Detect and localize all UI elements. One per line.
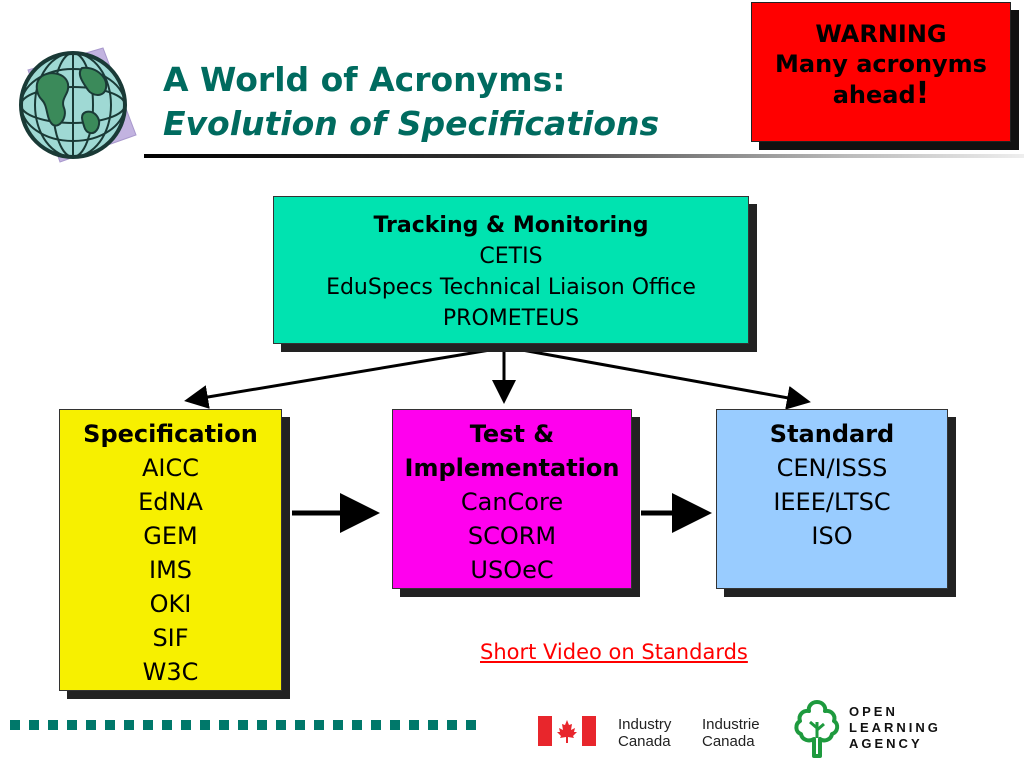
decorative-dot xyxy=(10,720,20,730)
specification-box: Specification AICC EdNA GEM IMS OKI SIF … xyxy=(59,409,282,691)
test-heading-line-1: Test & xyxy=(469,420,555,448)
gov-fr-line-1: Industrie xyxy=(702,716,760,733)
specification-item: SIF xyxy=(152,624,189,652)
decorative-dot xyxy=(466,720,476,730)
tracking-heading: Tracking & Monitoring xyxy=(373,213,649,238)
warning-box: WARNING Many acronyms ahead! xyxy=(751,2,1011,142)
title-line-2: Evolution of Specifications xyxy=(163,104,660,143)
decorative-dot xyxy=(371,720,381,730)
tracking-item: CETIS xyxy=(479,244,543,269)
canada-flag-icon xyxy=(538,716,596,746)
specification-item: AICC xyxy=(141,454,199,482)
specification-heading: Specification xyxy=(83,420,258,448)
industrie-canada-fr: Industrie Canada xyxy=(702,716,760,750)
specification-item: OKI xyxy=(149,590,192,618)
decorative-dot xyxy=(124,720,134,730)
gov-fr-line-2: Canada xyxy=(702,733,755,750)
decorative-dot xyxy=(428,720,438,730)
arrow-to-specification xyxy=(184,348,491,409)
decorative-dot xyxy=(333,720,343,730)
decorative-dot xyxy=(105,720,115,730)
tracking-item: EduSpecs Technical Liaison Office xyxy=(326,275,696,300)
test-implementation-box: Test & Implementation CanCore SCORM USOe… xyxy=(392,409,632,589)
standard-item: CEN/ISSS xyxy=(776,454,888,482)
decorative-dot-row xyxy=(10,720,476,730)
standard-item: IEEE/LTSC xyxy=(773,488,891,516)
specification-item: EdNA xyxy=(138,488,203,516)
open-learning-agency-logo: OPEN LEARNING AGENCY xyxy=(849,704,941,752)
test-item: SCORM xyxy=(467,522,557,550)
title-line-1: A World of Acronyms: xyxy=(163,60,566,99)
specification-item: GEM xyxy=(143,522,198,550)
arrow-to-standard xyxy=(521,348,811,410)
gov-en-line-2: Canada xyxy=(618,733,671,750)
ola-line-1: OPEN xyxy=(849,704,898,719)
standard-box: Standard CEN/ISSS IEEE/LTSC ISO xyxy=(716,409,948,589)
warning-line-3-text: ahead xyxy=(832,81,916,109)
decorative-dot xyxy=(390,720,400,730)
tracking-item: PROMETEUS xyxy=(442,306,580,331)
standard-heading: Standard xyxy=(769,420,895,448)
tree-icon xyxy=(794,700,840,758)
test-heading-line-2: Implementation xyxy=(404,454,620,482)
specification-item: IMS xyxy=(148,556,193,584)
decorative-dot xyxy=(447,720,457,730)
decorative-dot xyxy=(200,720,210,730)
decorative-dot xyxy=(276,720,286,730)
warning-exclamation: ! xyxy=(915,76,930,111)
warning-heading: WARNING xyxy=(815,20,947,48)
page-title: A World of Acronyms: Evolution of Specif… xyxy=(163,58,659,146)
industry-canada-en: Industry Canada xyxy=(618,716,671,750)
decorative-dot xyxy=(162,720,172,730)
decorative-dot xyxy=(143,720,153,730)
warning-line-2: Many acronyms xyxy=(775,50,987,78)
ola-line-3: AGENCY xyxy=(849,736,923,751)
gov-en-line-1: Industry xyxy=(618,716,672,733)
ola-line-2: LEARNING xyxy=(849,720,941,735)
short-video-link[interactable]: Short Video on Standards xyxy=(480,640,748,664)
decorative-dot xyxy=(219,720,229,730)
test-item: USOeC xyxy=(470,556,554,584)
globe-icon xyxy=(19,47,137,163)
decorative-dot xyxy=(409,720,419,730)
specification-item: W3C xyxy=(142,658,199,686)
tracking-monitoring-box: Tracking & Monitoring CETIS EduSpecs Tec… xyxy=(273,196,749,344)
test-item: CanCore xyxy=(460,488,564,516)
decorative-dot xyxy=(314,720,324,730)
standard-item: ISO xyxy=(811,522,853,550)
title-divider xyxy=(144,154,1024,158)
decorative-dot xyxy=(257,720,267,730)
decorative-dot xyxy=(181,720,191,730)
decorative-dot xyxy=(352,720,362,730)
decorative-dot xyxy=(238,720,248,730)
decorative-dot xyxy=(295,720,305,730)
warning-line-3: ahead! xyxy=(752,79,1010,110)
decorative-dot xyxy=(29,720,39,730)
decorative-dot xyxy=(48,720,58,730)
decorative-dot xyxy=(67,720,77,730)
decorative-dot xyxy=(86,720,96,730)
